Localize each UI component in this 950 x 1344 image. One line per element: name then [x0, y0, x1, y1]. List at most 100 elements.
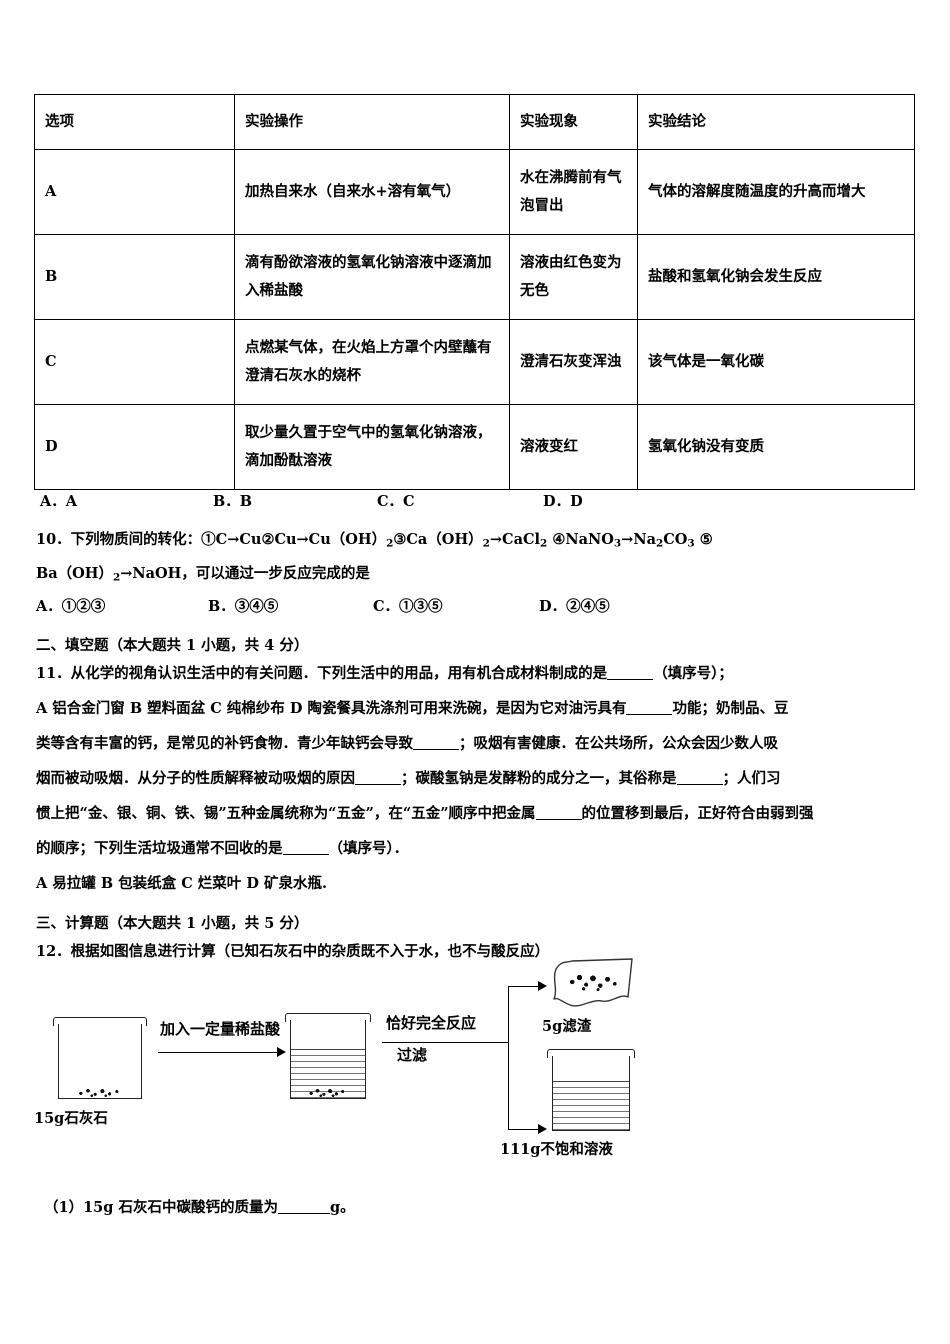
- row-operation-b: 滴有酚欲溶液的氢氧化钠溶液中逐滴加入稀盐酸: [234, 234, 510, 320]
- section3-heading: 三、计算题（本大题共 1 小题，共 5 分）: [36, 915, 309, 932]
- table-header-phenomenon: 实验现象: [509, 94, 638, 150]
- q12-sub1-suffix: g。: [329, 1199, 355, 1216]
- q10-stem-part: →NaOH，可以通过一步反应完成的是: [120, 565, 370, 582]
- arrow2-label-line2: 过滤: [397, 1046, 428, 1064]
- residue-specks: [568, 973, 620, 991]
- q11-line-1: 11．从化学的视角认识生活中的有关问题．下列生活中的用品，用有机合成材料制成的是…: [36, 662, 733, 683]
- q11-line-4: 烟而被动吸烟．从分子的性质解释被动吸烟的原因；碳酸氢钠是发酵粉的成分之一，其俗称…: [36, 767, 781, 788]
- branch-up-head: [538, 981, 547, 991]
- branch-down-line: [508, 1129, 538, 1130]
- q10-choice-d[interactable]: D．②④⑤: [539, 598, 610, 615]
- row-option-a: A: [34, 149, 235, 235]
- q11-text: 惯上把“金、银、铜、铁、锡”五种金属统称为“五金”，在“五金”顺序中把金属: [36, 805, 536, 822]
- branch-up-line: [508, 986, 538, 987]
- filter-paper: [546, 957, 642, 1013]
- q11-text: 功能；奶制品、豆: [672, 700, 789, 717]
- q9-choice-c[interactable]: C．C: [377, 493, 415, 510]
- q10-choice-c[interactable]: C．①③⑤: [373, 598, 443, 615]
- beaker-unsaturated-solution: [547, 1049, 635, 1131]
- q11-blank-6[interactable]: [535, 804, 582, 820]
- residue-caption: 5g滤渣: [542, 1018, 592, 1035]
- q11-text: ；碳酸氢钠是发酵粉的成分之一，其俗称是: [401, 770, 677, 787]
- q10-stem-part: ⑤: [694, 531, 713, 548]
- q10-stem-part: →CaCl: [489, 531, 541, 548]
- q11-line-3: 类等含有丰富的钙，是常见的补钙食物．青少年缺钙会导致 ；吸烟有害健康．在公共场所，…: [36, 732, 778, 753]
- q11-text: 的顺序；下列生活垃圾通常不回收的是: [36, 840, 283, 857]
- q12-sub1-blank[interactable]: [277, 1198, 330, 1214]
- table-header-operation: 实验操作: [234, 94, 510, 150]
- row-conclusion-a: 气体的溶解度随温度的升高而增大: [637, 149, 915, 235]
- q11-blank-7[interactable]: [282, 839, 329, 855]
- q10-sub-5: 2: [655, 537, 664, 550]
- q10-sub-7: 2: [112, 571, 121, 584]
- arrow1-label: 加入一定量稀盐酸: [160, 1020, 281, 1038]
- table-row: D 取少量久置于空气中的氢氧化钠溶液，滴加酚酞溶液 溶液变红 氢氧化钠没有变质: [34, 404, 915, 490]
- q10-stem-part: ③Ca（OH）: [393, 531, 483, 548]
- q10-stem-part: 10．下列物质间的转化：①C→Cu②Cu→Cu（OH）: [36, 531, 387, 548]
- row-option-b: B: [34, 234, 235, 320]
- q12-stem: 12．根据如图信息进行计算（已知石灰石中的杂质既不入于水，也不与酸反应）: [36, 943, 550, 960]
- arrow1-line: [158, 1052, 277, 1053]
- row-operation-c: 点燃某气体，在火焰上方罩个内壁蘸有澄清石灰水的烧杯: [234, 319, 510, 405]
- experiment-table: 选项 实验操作 实验现象 实验结论 A 加热自来水（自来水+溶有氧气） 水在沸腾…: [34, 94, 915, 490]
- q11-text: 类等含有丰富的钙，是常见的补钙食物．青少年缺钙会导致: [36, 735, 413, 752]
- q10-stem-line1: 10．下列物质间的转化：①C→Cu②Cu→Cu（OH）2③Ca（OH）2→CaC…: [36, 528, 713, 550]
- q11-line-2: A 铝合金门窗 B 塑料面盆 C 纯棉纱布 D 陶瓷餐具洗涤剂可用来洗碗，是因为…: [36, 697, 788, 718]
- q11-text: （填序号）；: [653, 665, 733, 682]
- row-option-c: C: [34, 319, 235, 405]
- q11-text: （填序号）．: [328, 840, 409, 857]
- q11-blank-3[interactable]: [413, 734, 459, 750]
- arrow2-split-vertical: [508, 986, 509, 1129]
- arrow1-head: [277, 1047, 286, 1057]
- row-phenomenon-d: 溶液变红: [509, 404, 638, 490]
- beaker-limestone: [53, 1017, 147, 1099]
- residual-solid: [306, 1088, 350, 1097]
- q11-blank-2[interactable]: [626, 699, 673, 715]
- beaker-rim: [53, 1017, 147, 1026]
- q10-stem-part: ④NaNO: [547, 531, 614, 548]
- row-phenomenon-a: 水在沸腾前有气泡冒出: [509, 149, 638, 235]
- q10-choice-b[interactable]: B．③④⑤: [208, 598, 279, 615]
- beaker-body: [58, 1024, 142, 1099]
- unsaturated-liquid: [553, 1081, 629, 1130]
- q10-stem-line2: Ba（OH）2→NaOH，可以通过一步反应完成的是: [36, 562, 370, 584]
- q9-choice-d[interactable]: D．D: [543, 493, 583, 510]
- beaker-reaction-mixture: [285, 1013, 371, 1099]
- section2-heading: 二、填空题（本大题共 1 小题，共 4 分）: [36, 637, 309, 654]
- q9-choice-b[interactable]: B．B: [213, 493, 253, 510]
- row-phenomenon-c: 澄清石灰变浑浊: [509, 319, 638, 405]
- q11-text: ；人们习: [722, 770, 781, 787]
- q10-sub-6: 3: [687, 537, 695, 550]
- table-row: A 加热自来水（自来水+溶有氧气） 水在沸腾前有气泡冒出 气体的溶解度随温度的升…: [34, 149, 915, 235]
- q10-choice-row: A．①②③ B．③④⑤ C．①③⑤ D．②④⑤: [36, 595, 916, 615]
- q11-text: 11．从化学的视角认识生活中的有关问题．下列生活中的用品，用有机合成材料制成的是: [36, 665, 608, 682]
- row-option-d: D: [34, 404, 235, 490]
- q11-text: 的位置移到最后，正好符合由弱到强: [581, 805, 814, 822]
- table-row: B 滴有酚欲溶液的氢氧化钠溶液中逐滴加入稀盐酸 溶液由红色变为无色 盐酸和氢氧化…: [34, 234, 915, 320]
- row-operation-d: 取少量久置于空气中的氢氧化钠溶液，滴加酚酞溶液: [234, 404, 510, 490]
- q11-blank-5[interactable]: [676, 769, 723, 785]
- q11-blank-1[interactable]: [607, 664, 654, 680]
- q11-blank-4[interactable]: [355, 769, 401, 785]
- calculation-flow-diagram: 15g石灰石 加入一定量稀盐酸 恰好完全反应 过滤 5g滤渣: [34, 955, 694, 1170]
- table-header-option: 选项: [34, 94, 235, 150]
- row-phenomenon-b: 溶液由红色变为无色: [509, 234, 638, 320]
- q9-choice-row: A．A B．B C．C D．D: [40, 490, 920, 510]
- q11-text: A 铝合金门窗 B 塑料面盆 C 纯棉纱布 D 陶瓷餐具洗涤剂可用来洗碗，是因为…: [36, 700, 627, 717]
- q12-sub1-prefix: （1）15g 石灰石中碳酸钙的质量为: [44, 1199, 278, 1216]
- q11-text: ；吸烟有害健康．在公共场所，公众会因少数人吸: [459, 735, 778, 752]
- q10-sub-3: 2: [540, 537, 548, 550]
- solution-caption: 111g不饱和溶液: [500, 1141, 613, 1158]
- q11-line-6: 的顺序；下列生活垃圾通常不回收的是 （填序号）．: [36, 837, 408, 858]
- q10-sub-4: 3: [613, 537, 622, 550]
- q10-choice-a[interactable]: A．①②③: [36, 598, 106, 615]
- q10-sub-1: 2: [386, 537, 394, 550]
- q12-sub1-line: （1）15g 石灰石中碳酸钙的质量为 g。: [44, 1196, 355, 1217]
- row-operation-a: 加热自来水（自来水+溶有氧气）: [234, 149, 510, 235]
- arrow2-label-line1: 恰好完全反应: [386, 1014, 477, 1032]
- beaker-rim: [285, 1013, 371, 1022]
- q9-choice-a[interactable]: A．A: [40, 493, 78, 510]
- q11-line-5: 惯上把“金、银、铜、铁、锡”五种金属统称为“五金”，在“五金”顺序中把金属 的位置…: [36, 802, 814, 823]
- beaker-limestone-caption: 15g石灰石: [34, 1110, 108, 1127]
